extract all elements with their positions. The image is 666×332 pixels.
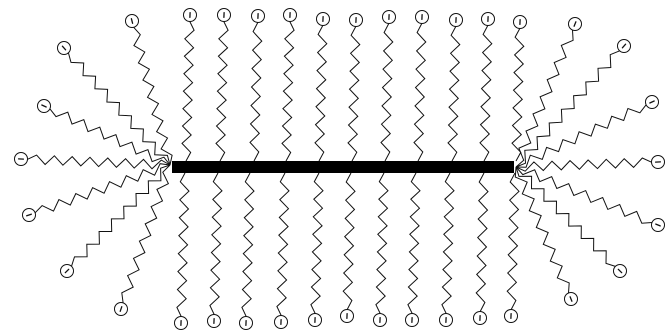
end-group-top	[252, 10, 265, 23]
end-group-bottom	[474, 312, 487, 325]
side-chain-top	[182, 22, 194, 162]
side-chain-bottom	[442, 173, 454, 314]
end-group-right	[614, 265, 627, 278]
end-group-right	[569, 18, 582, 31]
side-chain-bottom	[242, 173, 254, 317]
end-group-top	[184, 9, 197, 22]
side-chain-bottom	[311, 173, 323, 314]
end-group-right	[618, 40, 631, 53]
end-group-right	[652, 219, 665, 232]
end-group-right	[652, 156, 665, 169]
side-chain-left-fan	[122, 165, 170, 303]
end-group-top	[416, 11, 429, 24]
side-chain-left-fan	[35, 164, 170, 213]
end-group-bottom	[240, 317, 253, 330]
side-chain-bottom	[376, 173, 388, 314]
end-group-right	[565, 293, 578, 306]
end-group-top	[514, 16, 527, 29]
side-chain-right-fan	[516, 167, 652, 223]
end-group-top	[450, 14, 463, 27]
polymer-backbone	[172, 161, 514, 173]
end-group-top	[317, 13, 330, 26]
side-chain-top	[381, 24, 393, 162]
side-chain-top	[448, 27, 460, 162]
side-chain-top	[414, 24, 426, 162]
side-chain-top	[480, 26, 492, 162]
side-chain-bottom	[210, 173, 222, 315]
end-group-bottom	[406, 314, 419, 327]
end-group-top	[284, 9, 297, 22]
side-chain-top	[348, 27, 360, 162]
end-group-left	[23, 209, 36, 222]
end-group-left	[38, 100, 51, 113]
side-chain-bottom	[277, 173, 289, 316]
side-chain-left-fan	[134, 27, 172, 165]
end-group-bottom	[309, 314, 322, 327]
end-group-bottom	[505, 310, 518, 323]
side-chain-bottom	[476, 173, 488, 312]
end-group-top	[482, 13, 495, 26]
end-group-top	[383, 11, 396, 24]
end-group-top	[218, 9, 231, 22]
end-group-bottom	[374, 314, 387, 327]
side-chain-right-fan	[516, 158, 652, 171]
end-group-bottom	[175, 317, 188, 330]
side-chain-bottom	[408, 173, 420, 314]
end-group-bottom	[341, 310, 354, 323]
side-chain-top	[315, 26, 327, 162]
side-chain-right-fan	[515, 167, 569, 293]
side-chain-top	[216, 22, 228, 162]
end-group-top	[350, 14, 363, 27]
end-group-bottom	[440, 314, 453, 327]
end-group-left	[61, 265, 74, 278]
end-group-left	[15, 153, 28, 166]
end-group-bottom	[275, 316, 288, 329]
side-chain-left-fan	[50, 109, 170, 165]
side-chain-bottom	[507, 173, 519, 310]
end-group-left	[126, 15, 139, 28]
end-group-left	[115, 303, 128, 316]
side-chain-top	[250, 23, 262, 162]
side-chain-right-fan	[516, 30, 573, 167]
side-chain-left-fan	[28, 155, 171, 169]
end-group-left	[58, 42, 71, 55]
side-chain-bottom	[177, 173, 189, 317]
end-group-bottom	[208, 315, 221, 328]
side-chain-right-fan	[516, 51, 620, 167]
side-chain-bottom	[343, 173, 355, 310]
side-chain-top	[512, 29, 524, 162]
end-group-right	[646, 96, 659, 109]
side-chain-right-fan	[516, 105, 646, 167]
side-chain-right-fan	[516, 167, 615, 266]
side-chain-top	[282, 22, 294, 162]
